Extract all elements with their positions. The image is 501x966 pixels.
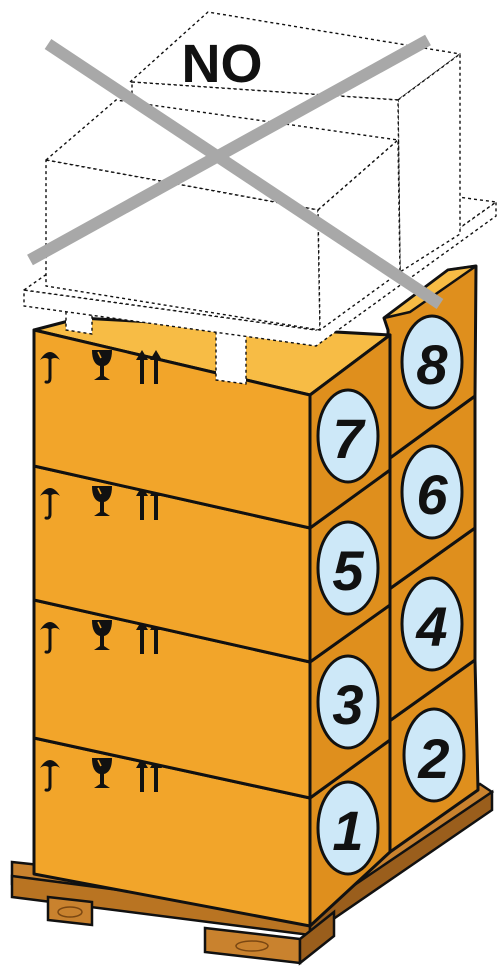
box-number-5: 5 <box>332 539 364 602</box>
box-number-7: 7 <box>332 407 366 470</box>
box-number-2: 2 <box>417 727 449 790</box>
box-number-6: 6 <box>416 463 448 526</box>
box-number-4: 4 <box>415 595 447 658</box>
box-number-1: 1 <box>332 799 363 862</box>
box-number-3: 3 <box>332 673 363 736</box>
no-label: NO <box>182 34 263 94</box>
box-number-8: 8 <box>416 333 448 396</box>
